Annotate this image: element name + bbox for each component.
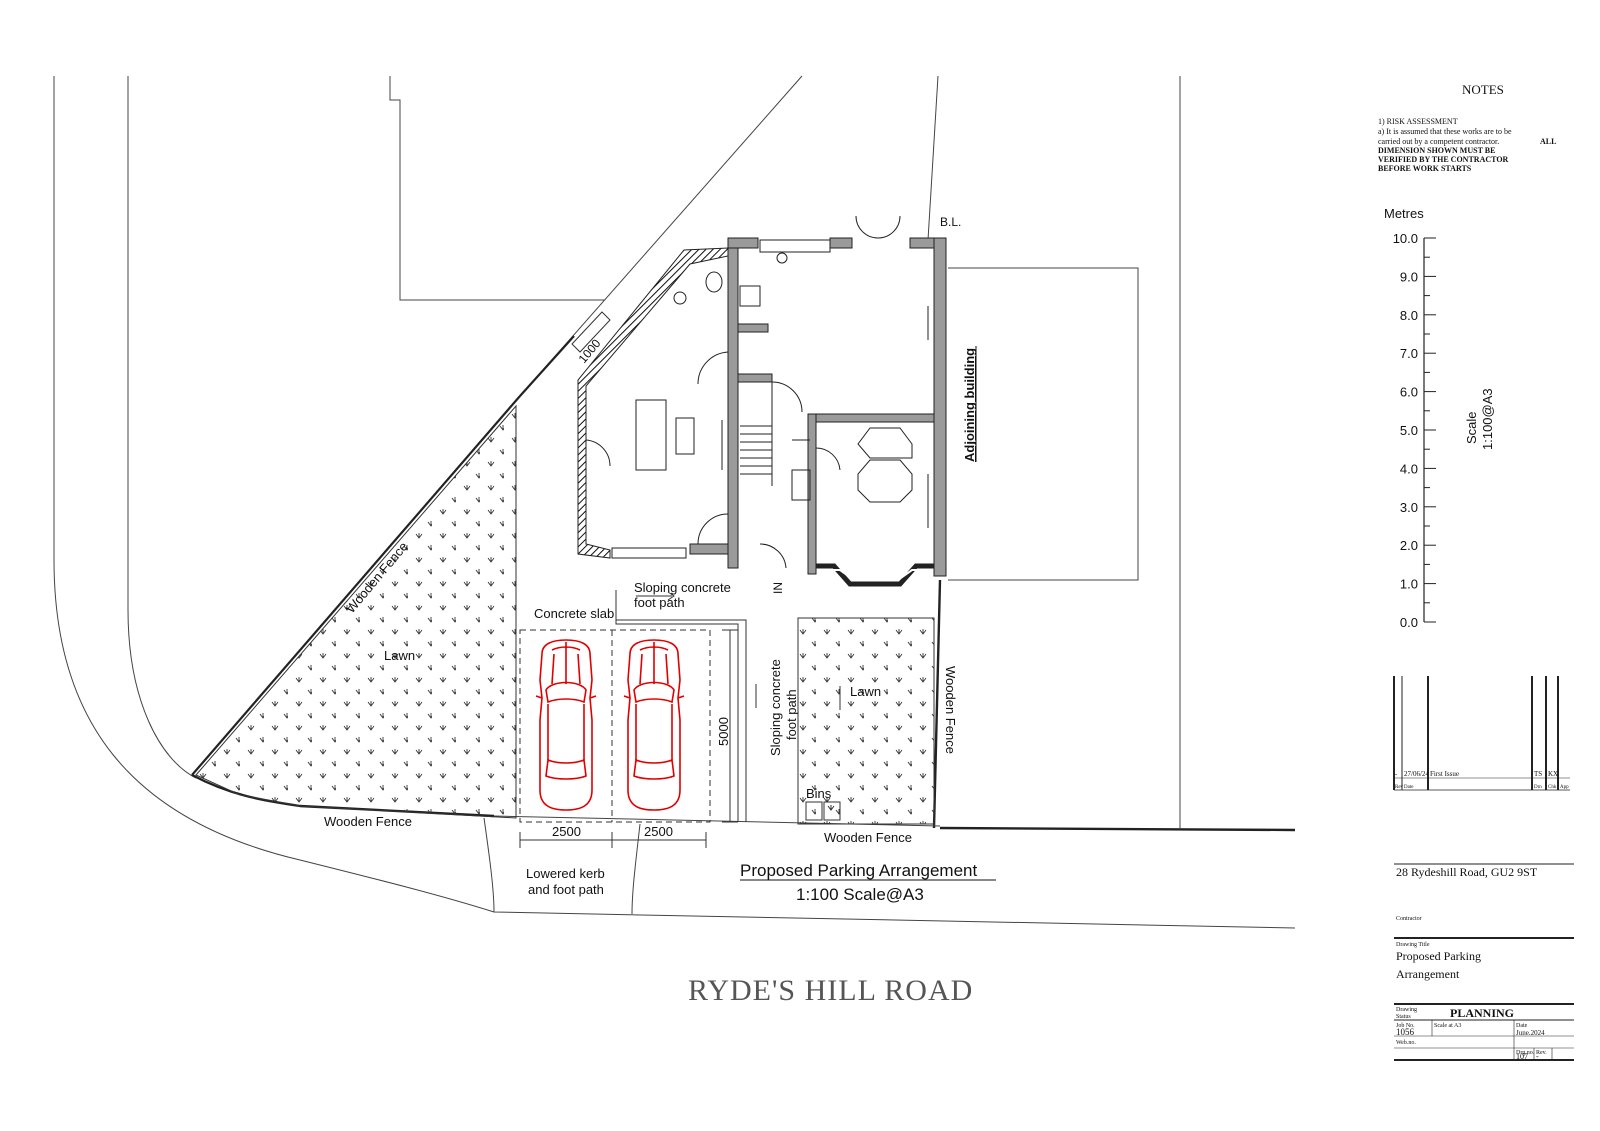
scale-text-2: 1:100@A3 <box>1480 388 1495 450</box>
scale-tick-label: 7.0 <box>1400 346 1418 361</box>
notes-risk-bold4: BEFORE WORK STARTS <box>1378 164 1472 173</box>
plan-labels: Wooden Fence Lawn Wooden Fence Concrete … <box>324 215 996 1007</box>
lowered-kerb-label-1: Lowered kerb <box>526 866 605 881</box>
dim-label-2500-right: 2500 <box>644 824 673 839</box>
parked-car-left <box>535 639 597 811</box>
house-floor-plan <box>577 215 947 587</box>
wooden-fence-diagonal <box>191 335 575 776</box>
rev-col-app: App <box>1560 785 1569 790</box>
sloping-path-label-top-2: foot path <box>634 595 685 610</box>
rev-col-rev: Rev <box>1395 785 1404 790</box>
entrance-label: IN <box>771 582 785 594</box>
site-address: 28 Rydeshill Road, GU2 9ST <box>1396 865 1538 879</box>
drg-no-value: 107 <box>1516 1052 1528 1061</box>
sloping-path-label-side-1: Sloping concrete <box>768 659 783 756</box>
date-label: Date <box>1516 1023 1528 1029</box>
scale-tick-label: 2.0 <box>1400 538 1418 553</box>
rev-checked: KX <box>1548 770 1558 778</box>
scale-unit-label: Metres <box>1384 206 1424 221</box>
scale-text-1: Scale <box>1464 411 1479 444</box>
scale-tick-label: 0.0 <box>1400 615 1418 630</box>
dim-label-2500-left: 2500 <box>552 824 581 839</box>
revision-table <box>1393 676 1570 791</box>
drawing-title-line2: Arrangement <box>1396 967 1460 981</box>
site-context-lines <box>53 75 1296 929</box>
scale-tick-label: 10.0 <box>1393 231 1418 246</box>
title-block-lines <box>1394 863 1574 1061</box>
rev-label: Rev. <box>1536 1050 1547 1056</box>
scale-tick-label: 6.0 <box>1400 385 1418 400</box>
notes-risk-bold2: DIMENSION SHOWN MUST BE <box>1378 146 1495 155</box>
dim-label-5000: 5000 <box>716 717 731 746</box>
notes-panel: NOTES 1) RISK ASSESSMENT a) It is assume… <box>1378 82 1556 173</box>
job-no: 1056 <box>1396 1027 1415 1037</box>
drawing-status: PLANNING <box>1450 1006 1514 1020</box>
scale-tick-label: 3.0 <box>1400 500 1418 515</box>
sloping-path-label-side-2: foot path <box>784 689 799 740</box>
sloping-path-label-top-1: Sloping concrete <box>634 580 731 595</box>
notes-heading: NOTES <box>1462 82 1504 97</box>
lowered-kerb-label-2: and foot path <box>528 882 604 897</box>
status-label-1: Drawing <box>1396 1007 1417 1013</box>
adjoining-building-label: Adjoining building <box>962 348 977 462</box>
dimension-lines <box>519 311 841 848</box>
scale-tick-label: 9.0 <box>1400 269 1418 284</box>
plan-scale: 1:100 Scale@A3 <box>796 885 924 904</box>
bins <box>805 801 841 821</box>
concrete-slab <box>519 590 747 823</box>
status-label-2: Status <box>1396 1014 1411 1020</box>
fence-label-right: Wooden Fence <box>943 666 958 754</box>
road-name: RYDE'S HILL ROAD <box>688 974 973 1007</box>
drawing-title-line1: Proposed Parking <box>1396 949 1481 963</box>
parked-car-right <box>623 639 685 811</box>
fence-label-front-right: Wooden Fence <box>824 830 912 845</box>
job-no-label: Job No. <box>1396 1023 1415 1029</box>
rev-col-chk: Chk <box>1548 785 1557 790</box>
revision-table-text: - 27/06/24 First Issue TS KX Rev Date Dr… <box>1395 770 1569 790</box>
lawn-label-right: Lawn <box>850 684 881 699</box>
left-lawn-area <box>195 404 517 819</box>
boundary-line-label: B.L. <box>940 215 961 229</box>
scale-at-a3-label: Scale at A3 <box>1434 1023 1461 1029</box>
notes-risk-title: 1) RISK ASSESSMENT <box>1378 117 1458 126</box>
lawn-label-left: Lawn <box>384 648 415 663</box>
rev-drawn: TS <box>1534 770 1542 778</box>
title-block-text: 28 Rydeshill Road, GU2 9ST Contractor Dr… <box>1396 865 1547 1061</box>
fence-label-front-left: Wooden Fence <box>324 814 412 829</box>
date-value: June.2024 <box>1516 1029 1545 1037</box>
notes-risk-line1: a) It is assumed that these works are to… <box>1378 127 1512 136</box>
scale-tick-label: 8.0 <box>1400 308 1418 323</box>
drawing-title-label: Drawing Title <box>1396 942 1430 948</box>
rev-description: First Issue <box>1430 770 1459 778</box>
notes-risk-bold3: VERIFIED BY THE CONTRACTOR <box>1378 155 1509 164</box>
scale-tick-label: 5.0 <box>1400 423 1418 438</box>
concrete-slab-label: Concrete slab <box>534 606 614 621</box>
rev-date: 27/06/24 <box>1404 770 1429 778</box>
contractor-label: Contractor <box>1396 916 1422 922</box>
drg-no-label: Drg.no. <box>1516 1050 1535 1056</box>
notes-risk-bold1: ALL <box>1540 137 1556 146</box>
scale-tick-label: 1.0 <box>1400 577 1418 592</box>
rev-value-title: - <box>1536 1052 1539 1061</box>
scale-bar: Metres 10.0 9.0 8.0 7.0 6.0 5.0 4.0 3.0 2.0 1.0 0.… <box>1384 206 1495 630</box>
bins-label: Bins <box>806 786 832 801</box>
scale-tick-label: 4.0 <box>1400 461 1418 476</box>
notes-risk-line2: carried out by a competent contractor. <box>1378 137 1499 146</box>
rev-col-date: Date <box>1404 785 1414 790</box>
plan-title: Proposed Parking Arrangement <box>740 861 977 880</box>
rev-col-drn: Drn <box>1534 785 1542 790</box>
rev-value: - <box>1395 770 1398 778</box>
web-no-label: Web.no. <box>1396 1040 1416 1046</box>
right-lawn-area <box>797 617 935 825</box>
